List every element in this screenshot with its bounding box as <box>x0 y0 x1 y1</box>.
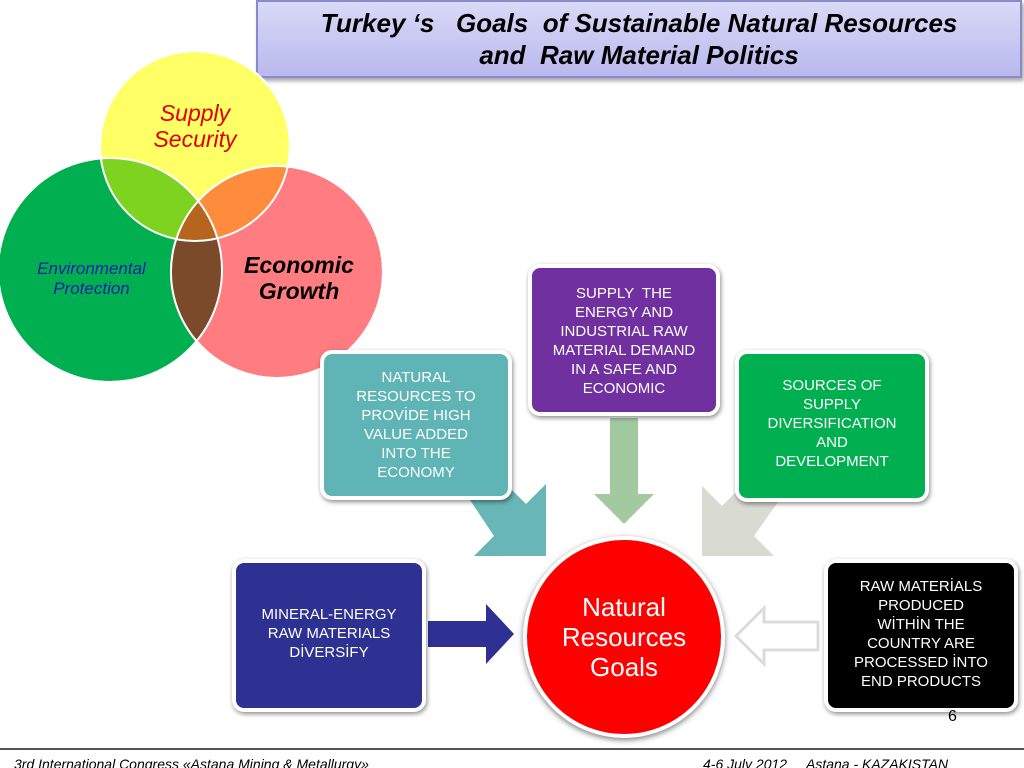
overlap-supply-environment <box>100 158 222 241</box>
title-line-2: and Raw Material Politics <box>479 40 799 70</box>
page-number: 6 <box>948 708 957 725</box>
arrow-from-mineral-energy <box>428 604 514 664</box>
footer: 3rd International Congress «Astana Minin… <box>0 748 1024 768</box>
economic-growth-label: Economic Growth <box>244 252 354 305</box>
goal-box-raw-materials: RAW MATERİALS PRODUCED WİTHİN THE COUNTR… <box>824 559 1018 712</box>
supply-security-label: Supply Security <box>153 100 237 153</box>
goal-box-diversification: SOURCES OF SUPPLY DIVERSIFICATION AND DE… <box>735 350 929 502</box>
natural-resources-goals-label: Natural Resources Goals <box>561 592 687 682</box>
venn-svg <box>0 50 384 383</box>
supply-security-outline <box>99 50 291 242</box>
environmental-protection-label: Environmental Protection <box>37 259 146 298</box>
goal-box-supply-demand: SUPPLY THE ENERGY AND INDUSTRIAL RAW MAT… <box>528 264 720 416</box>
goal-box-mineral-energy: MINERAL-ENERGY RAW MATERIALS DİVERSİFY <box>232 559 426 712</box>
title-banner: Turkey ‘s Goals of Sustainable Natural R… <box>256 0 1022 78</box>
title-line-1: Turkey ‘s Goals of Sustainable Natural R… <box>320 8 958 38</box>
footer-date-location: 4-6 July 2012 Astana - KAZAKISTAN <box>703 756 949 768</box>
environmental-outline <box>0 157 223 383</box>
footer-congress-name: 3rd International Congress «Astana Minin… <box>14 756 369 768</box>
natural-resources-goals-circle: Natural Resources Goals <box>523 536 725 738</box>
overlap-supply-economic <box>171 166 290 241</box>
venn-diagram: Supply Security Environmental Protection… <box>0 40 400 390</box>
arrow-from-supply-demand <box>594 418 654 524</box>
economic-outline <box>170 165 384 379</box>
goal-box-value-added: NATURAL RESOURCES TO PROVİDE HIGH VALUE … <box>320 350 512 500</box>
arrow-from-raw-materials <box>733 604 820 668</box>
